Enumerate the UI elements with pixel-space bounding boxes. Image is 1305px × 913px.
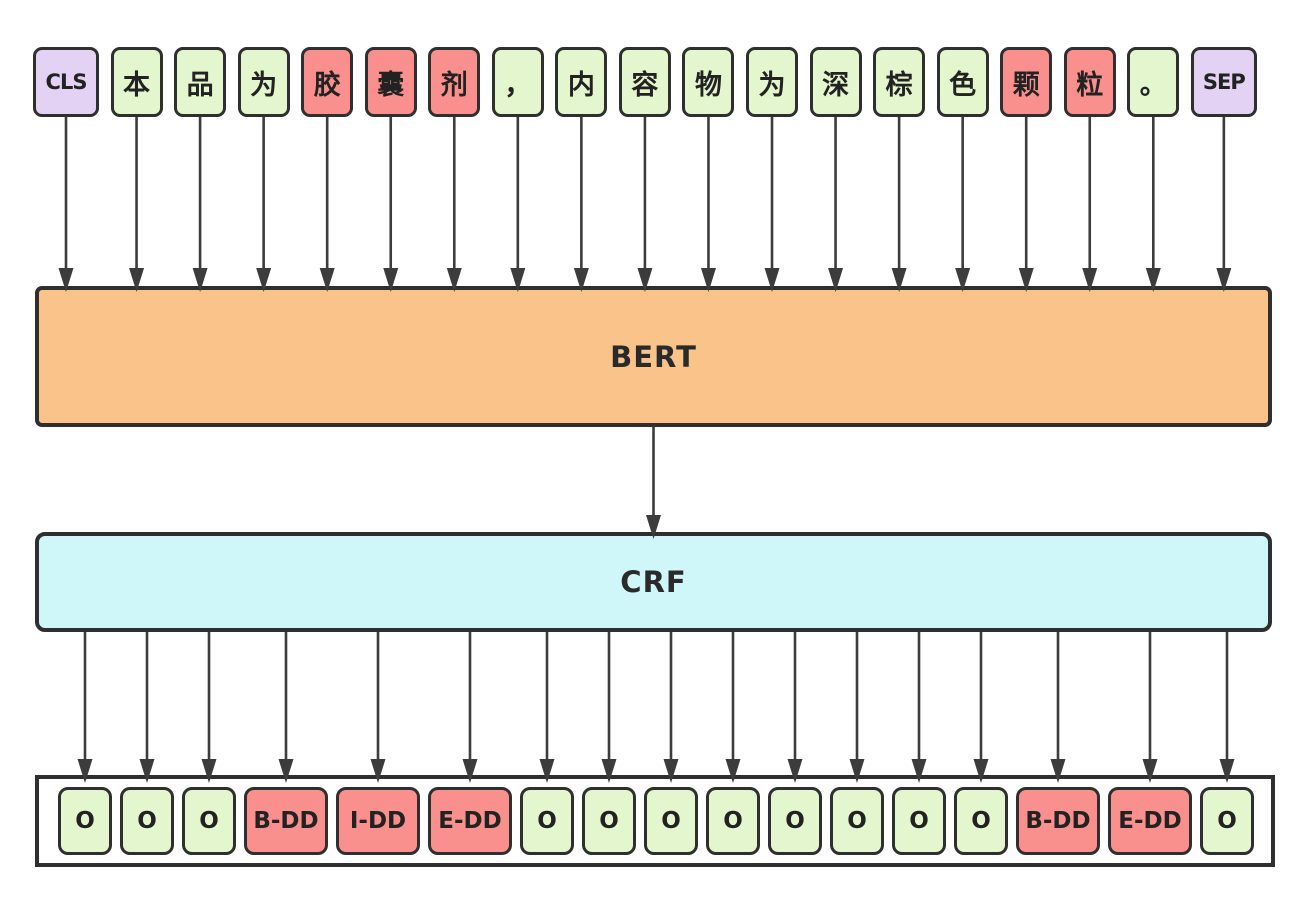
output-label-12: O: [892, 787, 946, 855]
arrow-token-12: [828, 117, 844, 292]
token-11: 为: [746, 47, 799, 117]
token-cls: CLS: [33, 47, 99, 117]
arrow-crf-to-label-9: [725, 632, 741, 783]
output-label-14: B-DD: [1016, 787, 1100, 855]
token-10: 物: [682, 47, 735, 117]
arrow-crf-to-label-5: [462, 632, 478, 783]
token-sep: SEP: [1190, 47, 1257, 117]
arrow-crf-to-label-11: [849, 632, 865, 783]
arrow-token-13: [891, 117, 907, 292]
arrow-token-11: [764, 117, 780, 292]
arrow-crf-to-label-15: [1142, 632, 1158, 783]
output-label-7: O: [582, 787, 636, 855]
arrow-token-17: [1145, 117, 1161, 292]
output-label-1: O: [120, 787, 174, 855]
token-8: 内: [555, 47, 608, 117]
arrow-crf-to-label-2: [201, 632, 217, 783]
output-label-4: I-DD: [336, 787, 420, 855]
token-1: 本: [110, 47, 163, 117]
arrow-crf-to-label-14: [1050, 632, 1066, 783]
arrow-crf-to-label-10: [787, 632, 803, 783]
arrow-crf-to-label-8: [663, 632, 679, 783]
arrow-token-18: [1216, 117, 1232, 292]
output-label-9: O: [706, 787, 760, 855]
arrow-token-1: [129, 117, 145, 292]
token-7: ，: [491, 47, 544, 117]
arrow-crf-to-label-13: [973, 632, 989, 783]
token-16: 粒: [1063, 47, 1116, 117]
output-label-5: E-DD: [428, 787, 512, 855]
token-9: 容: [618, 47, 671, 117]
output-label-6: O: [520, 787, 574, 855]
arrow-crf-to-label-4: [370, 632, 386, 783]
arrow-crf-to-label-0: [77, 632, 93, 783]
output-label-13: O: [954, 787, 1008, 855]
arrow-token-8: [573, 117, 589, 292]
bert-label: BERT: [610, 339, 697, 374]
bert-box: BERT: [35, 286, 1272, 427]
arrow-token-16: [1082, 117, 1098, 292]
arrow-crf-to-label-3: [278, 632, 294, 783]
token-15: 颗: [1000, 47, 1053, 117]
arrow-crf-to-label-12: [911, 632, 927, 783]
token-17: 。: [1127, 47, 1180, 117]
token-12: 深: [809, 47, 862, 117]
arrow-crf-to-label-16: [1219, 632, 1235, 783]
arrow-token-2: [192, 117, 208, 292]
output-label-2: O: [182, 787, 236, 855]
arrow-token-7: [510, 117, 526, 292]
crf-label: CRF: [620, 565, 687, 599]
arrow-token-0: [58, 117, 74, 292]
arrow-crf-to-label-6: [539, 632, 555, 783]
arrow-token-4: [319, 117, 335, 292]
token-4: 胶: [301, 47, 354, 117]
crf-box: CRF: [35, 532, 1272, 632]
token-2: 品: [174, 47, 227, 117]
token-6: 剂: [428, 47, 481, 117]
output-label-8: O: [644, 787, 698, 855]
arrow-token-3: [256, 117, 272, 292]
output-label-3: B-DD: [244, 787, 328, 855]
arrow-token-9: [637, 117, 653, 292]
arrow-bert-to-crf: [646, 427, 661, 539]
output-label-0: O: [58, 787, 112, 855]
token-13: 棕: [873, 47, 926, 117]
arrow-token-15: [1018, 117, 1034, 292]
arrow-token-10: [700, 117, 716, 292]
arrow-token-5: [383, 117, 399, 292]
output-label-16: O: [1200, 787, 1254, 855]
arrow-token-6: [446, 117, 462, 292]
output-label-11: O: [830, 787, 884, 855]
token-14: 色: [936, 47, 989, 117]
arrow-token-14: [955, 117, 971, 292]
token-3: 为: [237, 47, 290, 117]
output-label-15: E-DD: [1108, 787, 1192, 855]
output-label-10: O: [768, 787, 822, 855]
arrow-crf-to-label-7: [601, 632, 617, 783]
arrow-crf-to-label-1: [139, 632, 155, 783]
token-5: 囊: [364, 47, 417, 117]
